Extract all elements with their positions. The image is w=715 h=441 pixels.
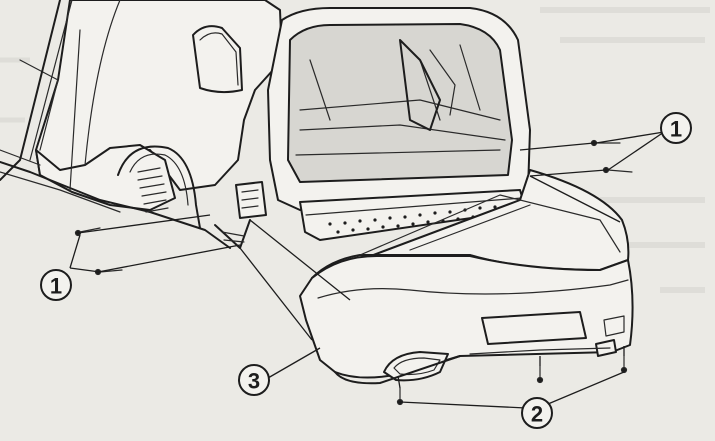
screw-bottom-mid xyxy=(536,365,544,384)
license-plate-recess xyxy=(481,311,587,345)
left-taillamp-pocket xyxy=(235,181,267,219)
vehicle-body xyxy=(0,0,283,249)
callout-3-label: 3 xyxy=(248,369,260,394)
callout-leaders xyxy=(69,131,665,409)
callout-2-label: 2 xyxy=(531,402,543,427)
callout-2: 2 xyxy=(521,397,553,429)
callout-1-left: 1 xyxy=(40,269,72,301)
rear-bumper-fascia xyxy=(299,169,634,385)
cargo-opening xyxy=(235,7,531,219)
arch-vents xyxy=(137,167,169,213)
guide-lines xyxy=(77,142,625,389)
callout-1-right-label: 1 xyxy=(670,117,682,142)
callout-1-left-label: 1 xyxy=(50,274,62,299)
callout-1-right: 1 xyxy=(660,112,692,144)
callout-3: 3 xyxy=(238,364,270,396)
